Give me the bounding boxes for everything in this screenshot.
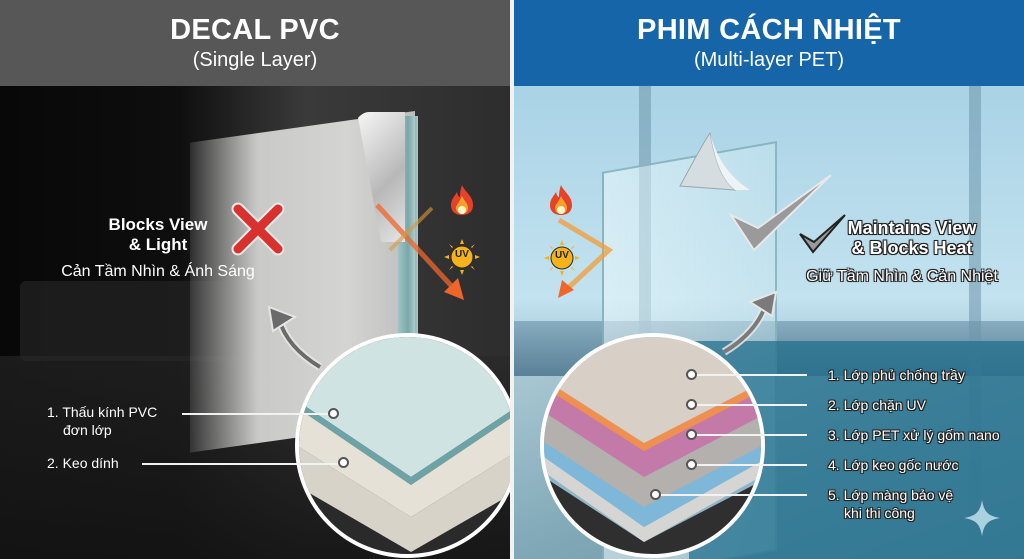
left-claim: Blocks View & Light Cản Tầm Nhìn & Ánh S…: [58, 215, 258, 281]
left-title: DECAL PVC: [170, 14, 340, 46]
pet-layer-zoom-circle: [540, 333, 765, 558]
pet-layer-1-leader: [697, 374, 807, 376]
decal-pvc-panel: DECAL PVC (Single Layer) Blocks View & L…: [0, 0, 510, 559]
checkmark-large-icon: [728, 174, 832, 252]
pvc-layer-zoom-circle: [295, 333, 510, 558]
pet-layer-1-label: 1. Lớp phủ chống trầy: [828, 367, 965, 383]
pet-layer-3-leader: [697, 434, 807, 436]
pet-layer-3-dot: [686, 429, 697, 440]
uv-label: UV: [555, 250, 569, 261]
left-claim-en-1: Blocks View: [108, 215, 208, 234]
pvc-layer-1-dot: [328, 408, 339, 419]
right-claim-vi: Giữ Tầm Nhìn & Cản Nhiệt: [806, 268, 998, 285]
pet-layer-2-leader: [697, 404, 807, 406]
left-header: DECAL PVC (Single Layer): [0, 0, 510, 86]
uv-sun-icon: [544, 240, 580, 276]
right-header: PHIM CÁCH NHIỆT (Multi-layer PET): [514, 0, 1024, 86]
heat-film-panel: PHIM CÁCH NHIỆT (Multi-layer PET) Mainta…: [514, 0, 1024, 559]
pet-layer-4-label: 4. Lớp keo gốc nước: [828, 457, 959, 473]
left-claim-vi: Cản Tầm Nhìn & Ánh Sáng: [61, 263, 255, 280]
cross-icon: [231, 202, 285, 256]
left-subtitle: (Single Layer): [192, 49, 318, 71]
right-claim-en: Maintains View & Blocks Heat: [847, 218, 977, 258]
uv-sun-icon: [444, 239, 480, 275]
deflected-rays: [557, 217, 614, 298]
pvc-layer-1-label: 1. Thấu kính PVC đơn lớp: [47, 404, 158, 438]
pet-layer-5-leader: [661, 494, 807, 496]
right-subtitle: (Multi-layer PET): [693, 49, 844, 71]
pvc-layer-2-dot: [338, 457, 349, 468]
uv-label: UV: [455, 249, 469, 260]
panel-divider: [510, 0, 514, 559]
pet-layer-2-dot: [686, 399, 697, 410]
peeling-film-corner: [679, 131, 750, 191]
pet-layer-1-dot: [686, 369, 697, 380]
pet-layer-5-dot: [650, 489, 661, 500]
pet-layer-3-label: 3. Lớp PET xử lý gốm nano: [828, 427, 1000, 443]
sparkle-icon: [964, 500, 1000, 536]
pet-layer-5-label: 5. Lớp màng bảo vệ khi thi công: [828, 487, 954, 521]
pet-layer-4-leader: [697, 464, 807, 466]
heat-uv-rays: [375, 203, 464, 300]
pet-layer-4-dot: [686, 459, 697, 470]
pvc-layer-1-leader: [182, 413, 334, 415]
checkmark-icon: [799, 214, 846, 254]
fire-icon: [550, 185, 572, 215]
pvc-layer-2-leader: [142, 463, 342, 465]
pvc-layer-2-label: 2. Keo dính: [47, 455, 119, 471]
left-claim-en-2: & Light: [128, 235, 188, 254]
pet-layer-2-label: 2. Lớp chặn UV: [828, 397, 926, 413]
fire-icon: [451, 185, 473, 215]
right-title: PHIM CÁCH NHIỆT: [637, 14, 901, 46]
